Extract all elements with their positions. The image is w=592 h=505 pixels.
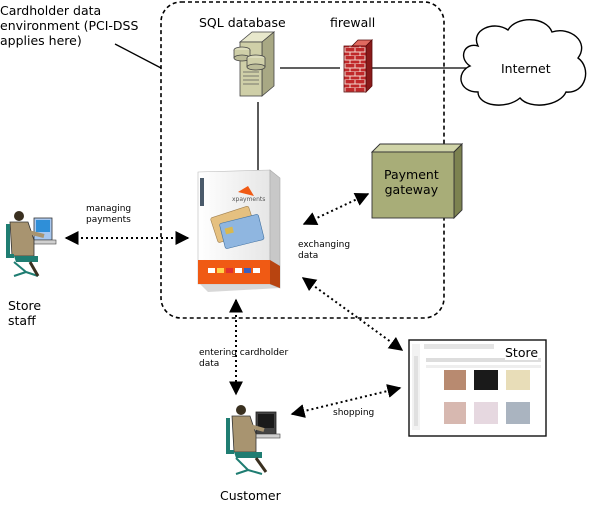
server-icon — [233, 31, 276, 97]
store-staff-person-icon — [6, 211, 57, 277]
store-staff-label: Store staff — [8, 298, 41, 328]
customer-person-icon — [226, 405, 281, 475]
firewall-icon — [343, 39, 373, 93]
edge-shopping-label: shopping — [333, 408, 375, 418]
cde-label-pointer — [114, 43, 162, 69]
sql-database-label: SQL database — [199, 15, 286, 30]
edge-exchanging-label-line-2: data — [298, 250, 319, 261]
payment-gateway-box — [370, 142, 464, 220]
edge-managing-label-line-1: managing — [86, 204, 132, 214]
customer-label: Customer — [220, 488, 281, 503]
edge-store-xpayments — [301, 277, 404, 351]
edge-managing-label: managing payments — [86, 204, 131, 226]
edge-managing-label-line-2: payments — [86, 214, 131, 225]
edge-exchanging-label: exchanging data — [298, 240, 350, 262]
cde-label-line-3: applies here) — [0, 33, 82, 48]
cde-label-line-2: environment (PCI-DSS — [0, 18, 139, 33]
internet-label: Internet — [501, 61, 551, 76]
firewall-label: firewall — [330, 15, 376, 30]
payment-gateway-label: Payment gateway — [384, 167, 439, 197]
edge-exchanging-label-line-1: exchanging — [298, 240, 351, 250]
edge-shopping — [290, 384, 402, 418]
edge-entering-label-line-2: data — [199, 358, 220, 369]
payment-gateway-label-line-2: gateway — [384, 182, 439, 197]
xpayments-box — [197, 169, 281, 292]
store-staff-label-line-1: Store — [8, 298, 42, 313]
cloud-icon — [460, 19, 587, 106]
store-label: Store — [505, 345, 539, 360]
payment-gateway-label-line-1: Payment — [384, 167, 439, 182]
edge-exchanging-data — [302, 193, 370, 225]
cde-label: Cardholder data environment (PCI-DSS app… — [0, 3, 138, 48]
edge-entering-label-line-1: entering cardholder — [199, 348, 289, 358]
xpayments-logo-text: xpayments — [232, 196, 266, 203]
edge-entering-label: entering cardholder data — [199, 348, 288, 370]
store-website-image — [408, 339, 547, 437]
cde-label-line-1: Cardholder data — [0, 3, 102, 18]
store-staff-label-line-2: staff — [8, 313, 36, 328]
